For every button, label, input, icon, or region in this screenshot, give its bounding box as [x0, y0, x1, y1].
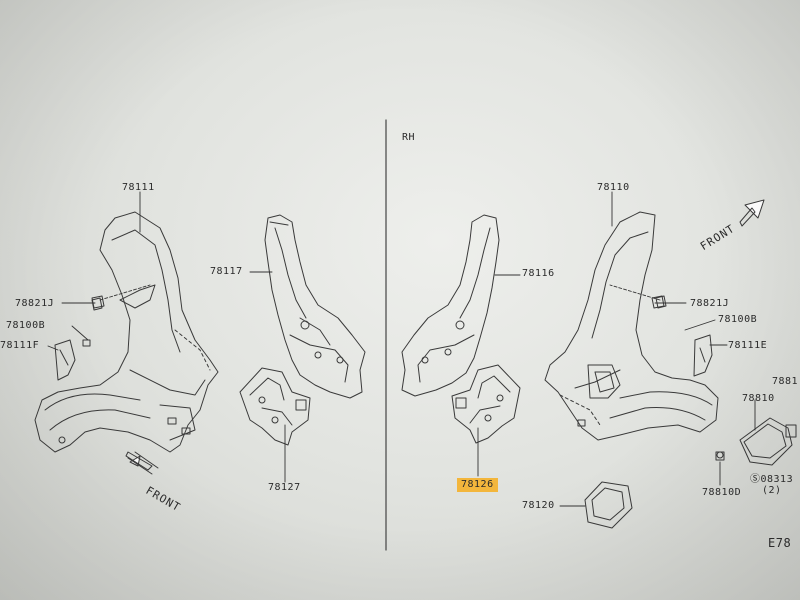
fuel-lid	[739, 417, 797, 466]
quarter-panel-right	[544, 211, 719, 441]
part-label-78810d: 78810D	[702, 487, 742, 498]
leader-lines	[47, 191, 756, 507]
part-label-78126-highlighted: 78126	[457, 478, 498, 492]
small-bracket-right	[451, 364, 521, 444]
part-label-78111e: 78111E	[728, 340, 768, 351]
front-arrow-left	[125, 451, 159, 475]
part-label-78116: 78116	[522, 268, 555, 279]
part-label-08313-qty: (2)	[762, 485, 782, 496]
front-arrow-right	[739, 199, 765, 227]
part-label-78810: 78810	[742, 393, 775, 404]
part-label-78117: 78117	[210, 266, 243, 277]
part-label-08313: Ⓢ08313	[750, 474, 794, 485]
small-bracket-left	[239, 367, 311, 446]
part-label-78111: 78111	[122, 182, 155, 193]
part-label-78127: 78127	[268, 482, 301, 493]
part-label-78821j-left: 78821J	[15, 298, 55, 309]
fuel-base	[584, 481, 633, 529]
quarter-panel-left	[34, 211, 219, 453]
part-label-78120: 78120	[522, 500, 555, 511]
part-label-78100b-right: 78100B	[718, 314, 758, 325]
inner-bracket-right	[401, 214, 500, 397]
part-label-78100b-left: 78100B	[6, 320, 46, 331]
diagram-code: E78	[768, 536, 792, 550]
inner-bracket-left	[264, 214, 366, 399]
side-label: RH	[402, 132, 416, 143]
screws	[91, 295, 667, 311]
part-label-78821j-right: 78821J	[690, 298, 730, 309]
part-label-78111f: 78111F	[0, 340, 40, 351]
part-label-7881-partial: 7881	[772, 376, 799, 387]
part-label-78110: 78110	[597, 182, 630, 193]
